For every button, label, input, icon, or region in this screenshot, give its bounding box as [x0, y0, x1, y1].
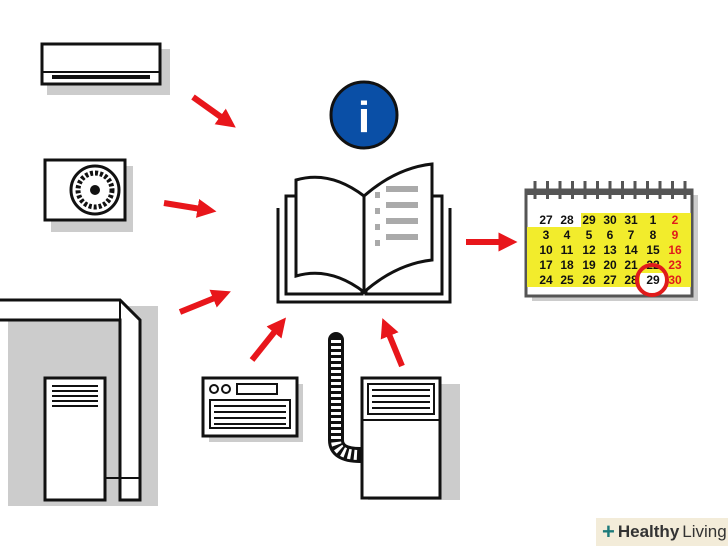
calendar-day: 1 [650, 213, 657, 227]
calendar-day: 17 [539, 258, 553, 272]
central-air-unit-icon [0, 298, 158, 506]
calendar-day: 27 [539, 213, 553, 227]
calendar-day: 28 [560, 213, 574, 227]
arrow-icon [191, 94, 236, 128]
calendar-day: 12 [582, 243, 596, 257]
calendar-day: 31 [624, 213, 638, 227]
arrow-icon [178, 289, 231, 315]
calendar-day: 29 [582, 213, 596, 227]
calendar-day: 13 [603, 243, 617, 257]
plus-leaf-icon: + [602, 519, 615, 544]
calendar-day: 2 [672, 213, 679, 227]
calendar-day: 24 [539, 273, 553, 287]
calendar-day: 8 [650, 228, 657, 242]
logo-bold-text: Healthy [617, 522, 680, 541]
calendar-day: 30 [603, 213, 617, 227]
calendar-day: 11 [561, 243, 574, 257]
calendar-day: 14 [624, 243, 638, 257]
calendar-day: 9 [672, 228, 679, 242]
calendar-day: 30 [668, 273, 682, 287]
calendar-day: 5 [586, 228, 593, 242]
healthy-living-logo: + Healthy Living [596, 518, 728, 546]
calendar-day: 26 [582, 273, 596, 287]
calendar-day: 10 [539, 243, 553, 257]
arrows [163, 94, 518, 368]
arrow-icon [163, 198, 217, 218]
calendar-day: 4 [564, 228, 571, 242]
circled-date-marker [635, 263, 669, 297]
calendar-day: 7 [628, 228, 635, 242]
wall-air-conditioner-icon [40, 42, 170, 95]
outdoor-unit-fan-icon [43, 158, 133, 232]
info-badge-label: i [358, 93, 370, 142]
open-manual-book-icon [276, 162, 452, 304]
window-air-conditioner-icon [201, 376, 303, 442]
calendar-day: 18 [560, 258, 574, 272]
calendar-day: 19 [582, 258, 596, 272]
portable-air-conditioner-icon [328, 332, 460, 500]
calendar-day: 29 [646, 273, 660, 287]
calendar-day: 16 [668, 243, 682, 257]
calendar-day: 6 [607, 228, 614, 242]
arrow-icon [380, 318, 405, 368]
info-icon: i [329, 80, 399, 150]
calendar-day: 3 [543, 228, 550, 242]
calendar-day: 25 [560, 273, 574, 287]
calendar-day: 15 [646, 243, 660, 257]
calendar-day: 27 [603, 273, 617, 287]
calendar-day: 21 [624, 258, 638, 272]
calendar-day: 20 [603, 258, 617, 272]
calendar-day: 28 [624, 273, 638, 287]
logo-regular-text: Living [682, 522, 727, 541]
calendar-day: 23 [668, 258, 682, 272]
arrow-icon [249, 317, 286, 362]
